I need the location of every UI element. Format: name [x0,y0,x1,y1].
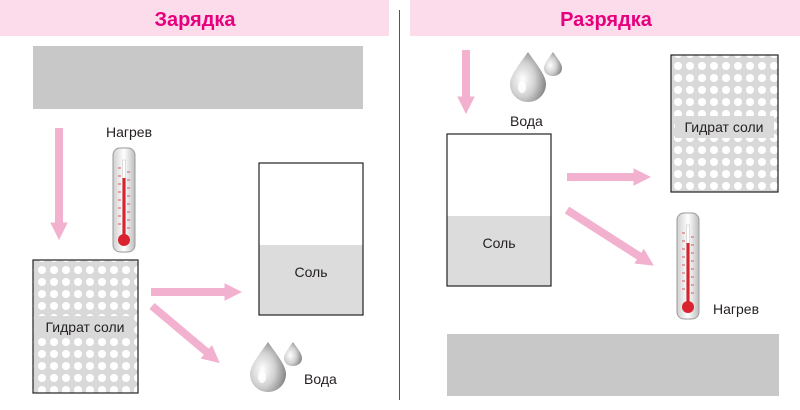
water-droplet-icon [510,52,562,102]
discharge-heat-label: Нагрев [713,301,759,317]
discharge-slab [447,334,779,396]
thermometer-icon [676,212,700,320]
discharge-hydrate-label-bg [675,116,774,138]
discharge-arrow-to-heat [564,206,654,266]
discharge-salt-container [446,133,552,287]
discharge-salt-label: Соль [482,235,515,251]
charge-title-band [0,0,389,36]
charge-arrow-to-water [149,302,220,364]
charge-salt-label: Соль [294,264,327,280]
charge-hydrate-label-bg [37,316,134,338]
discharge-hydrate-label: Гидрат соли [685,119,764,135]
water-droplet-icon [250,342,302,392]
charge-salt-container [258,162,364,316]
thermometer-icon [112,147,136,253]
charge-heat-label: Нагрев [106,124,152,140]
charge-slab [33,46,363,109]
charge-hydrate-label: Гидрат соли [46,319,125,335]
discharge-water-label: Вода [510,113,543,129]
discharge-title-band [410,0,800,36]
charge-water-label: Вода [304,371,337,387]
charge-title: Зарядка [154,9,236,31]
discharge-salt-fill [447,216,551,286]
charge-salt-fill [259,245,363,315]
discharge-title: Разрядка [560,9,653,31]
